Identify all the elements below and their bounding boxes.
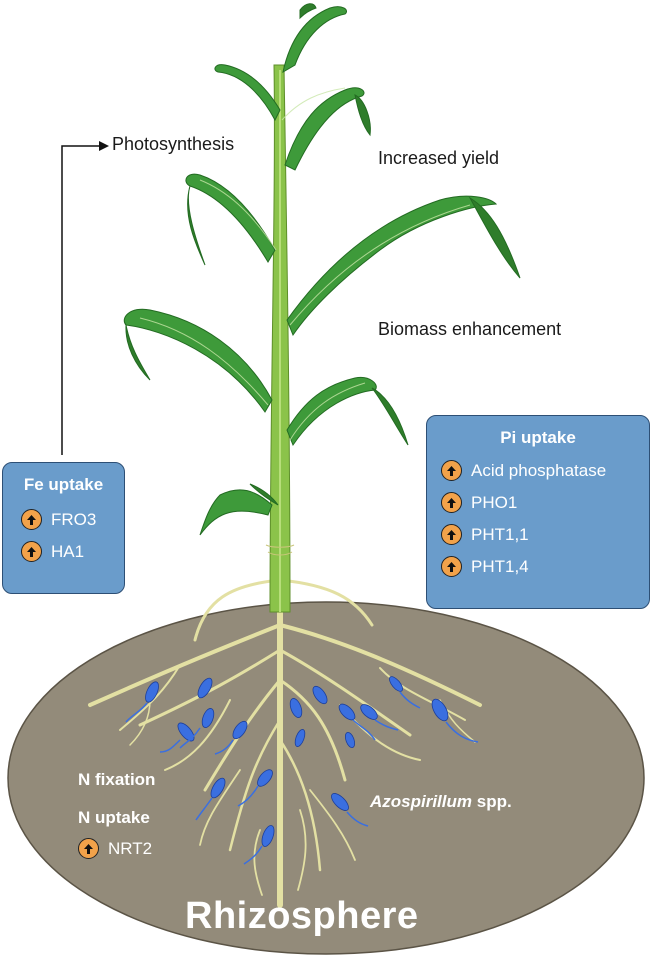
leaf	[299, 3, 317, 20]
bacterium-icon	[312, 685, 328, 705]
leaf	[282, 6, 347, 74]
bacterium-icon	[331, 793, 349, 811]
leaf	[125, 324, 151, 381]
leaf	[199, 489, 273, 536]
bacterium-icon	[344, 731, 356, 749]
fe-uptake-title: Fe uptake	[23, 475, 104, 494]
leaves	[123, 3, 521, 536]
leaf	[249, 483, 279, 506]
pi-item-label: PHO1	[471, 492, 518, 512]
bacteria-group	[145, 676, 449, 847]
fe-item-label: HA1	[51, 541, 85, 561]
leaf	[185, 173, 276, 263]
pi-item-row: PHO1	[441, 492, 649, 513]
up-arrow-icon	[78, 838, 99, 859]
up-arrow-icon	[21, 509, 42, 530]
bacterium-icon	[294, 729, 306, 747]
leaf	[284, 87, 365, 171]
leaf	[214, 64, 281, 122]
fe-uptake-box: Fe uptake FRO3 HA1	[2, 462, 125, 594]
bacterium-icon	[210, 777, 226, 799]
pi-uptake-box: Pi uptake Acid phosphatase PHO1 PHT1,1 P…	[426, 415, 650, 609]
up-arrow-icon	[441, 524, 462, 545]
pi-item-label: Acid phosphatase	[471, 460, 607, 480]
nrt2-row: NRT2	[78, 838, 152, 859]
bacterium-icon	[177, 722, 195, 742]
arrow-right-icon	[61, 145, 100, 455]
leaf	[286, 195, 498, 337]
n-fixation-label: N fixation	[78, 770, 156, 789]
bacterium-icon	[257, 769, 273, 787]
up-arrow-icon	[441, 460, 462, 481]
up-arrow-icon	[21, 541, 42, 562]
leaf	[286, 376, 377, 447]
arrow-head	[99, 141, 109, 151]
pi-item-label: PHT1,4	[471, 556, 529, 576]
leaf	[371, 387, 409, 446]
roots	[88, 578, 482, 908]
pi-item-label: PHT1,1	[471, 524, 529, 544]
nrt2-label: NRT2	[108, 838, 153, 858]
rhizosphere-label: Rhizosphere	[185, 895, 419, 937]
rhizosphere-soil	[7, 601, 645, 955]
n-uptake-label: N uptake	[78, 808, 150, 827]
bacterium-icon	[197, 677, 213, 699]
azospirillum-label: Azospirillum spp.	[370, 792, 512, 812]
bacterium-icon	[232, 720, 248, 740]
fe-item-row: FRO3	[21, 509, 124, 530]
leaf	[123, 308, 273, 413]
pi-item-row: PHT1,1	[441, 524, 649, 545]
fe-item-label: FRO3	[51, 509, 97, 529]
leaf	[354, 94, 371, 137]
bacterium-icon	[338, 703, 356, 721]
bacterium-icon	[145, 681, 159, 703]
bacteria-flagella	[125, 691, 479, 865]
bacterium-icon	[431, 698, 449, 722]
bacterium-icon	[360, 704, 378, 720]
leaf	[187, 185, 206, 266]
bacterium-icon	[289, 698, 303, 718]
stem-base	[265, 544, 295, 556]
bacterium-icon	[389, 676, 403, 692]
pi-item-row: Acid phosphatase	[441, 460, 649, 481]
leaf-veins	[139, 87, 471, 441]
up-arrow-icon	[441, 556, 462, 577]
pi-item-row: PHT1,4	[441, 556, 649, 577]
fe-item-row: HA1	[21, 541, 124, 562]
bacterium-icon	[261, 825, 275, 847]
azospirillum-genus: Azospirillum	[370, 792, 473, 811]
biomass-label: Biomass enhancement	[378, 319, 562, 339]
increased-yield-label: Increased yield	[378, 148, 500, 168]
azospirillum-suffix: spp.	[472, 792, 512, 811]
leaf	[468, 196, 521, 279]
up-arrow-icon	[441, 492, 462, 513]
photosynthesis-label: Photosynthesis	[112, 134, 235, 154]
pi-uptake-title: Pi uptake	[500, 428, 576, 447]
bacterium-icon	[201, 708, 215, 728]
